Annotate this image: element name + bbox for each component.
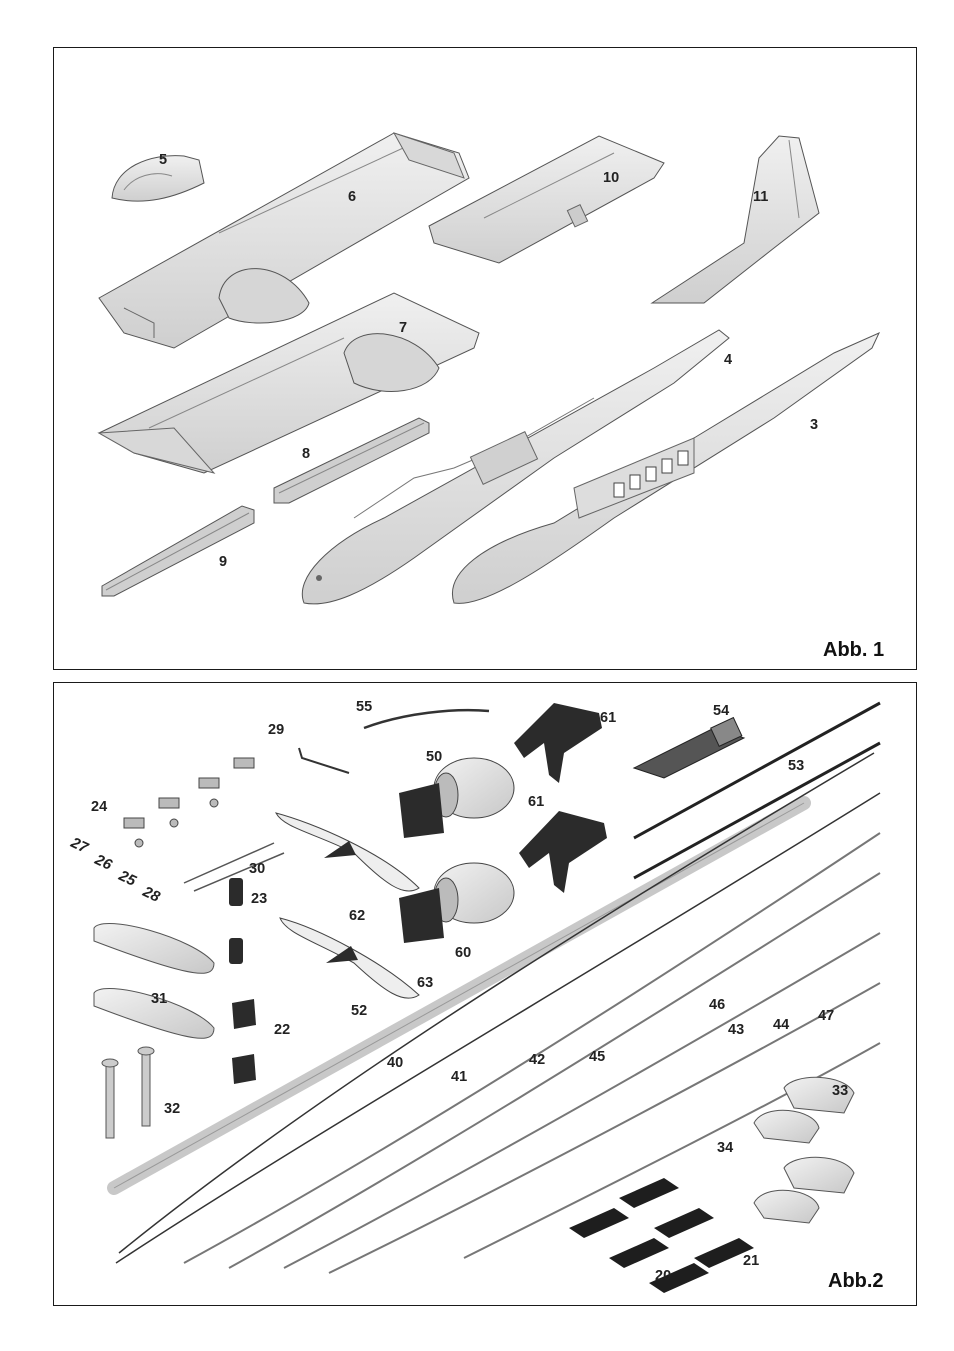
part-label-31: 31 [151,991,168,1007]
part-label-10: 10 [603,170,620,186]
figure-1-panel: 5 6 10 11 7 4 3 8 9 Abb. 1 [53,47,917,670]
part-label-24: 24 [91,799,108,815]
part-label-54: 54 [713,703,730,719]
part-label-61-top: 61 [600,710,617,726]
horizontal-stabilizer-part [428,135,665,264]
part-label-43: 43 [728,1022,745,1038]
control-horn-parts [229,878,256,1084]
bolt-parts [101,1046,155,1139]
part-label-55: 55 [356,699,373,715]
switch-part [632,716,746,779]
part-label-63: 63 [417,975,434,991]
wing-mount-parts [93,923,215,1039]
figure-2-parts-overview [93,701,881,1293]
part-label-5: 5 [159,152,168,168]
right-wing-part [98,132,470,349]
part-label-30: 30 [249,861,266,877]
part-label-34: 34 [717,1140,734,1156]
part-label-40: 40 [387,1055,404,1071]
wing-rail-part-2 [101,505,255,597]
part-label-3: 3 [810,417,819,433]
part-label-46: 46 [709,997,726,1013]
figure-2-caption: Abb.2 [828,1270,884,1292]
part-label-23: 23 [251,891,268,907]
part-label-4: 4 [724,352,733,368]
part-label-33: 33 [832,1083,849,1099]
motor-cover-parts [514,703,607,893]
rods-and-wires [107,701,881,1274]
vertical-fin-part [650,135,820,304]
part-label-9: 9 [219,554,228,570]
part-label-29: 29 [268,722,285,738]
fuselage-half-left-part [301,329,730,605]
part-label-11: 11 [753,189,769,205]
canopy-part [111,155,205,202]
part-label-32: 32 [164,1101,181,1117]
motor-parts [399,757,515,943]
propeller-parts [275,812,420,999]
part-label-42: 42 [529,1052,546,1068]
figure-2-panel: 55 29 61 54 50 53 61 24 27 26 25 28 30 2… [53,682,917,1306]
part-label-50: 50 [426,749,443,765]
left-wing-part [97,292,480,474]
part-label-60: 60 [455,945,472,961]
velcro-pad-parts [569,1178,754,1293]
spinner-disc-parts [753,1076,855,1224]
part-label-8: 8 [302,446,311,462]
part-label-53: 53 [788,758,805,774]
fuselage-half-right-part [452,332,881,604]
part-label-22: 22 [274,1022,291,1038]
wing-rail-part [273,417,430,504]
part-label-45: 45 [589,1049,606,1065]
part-label-61-mid: 61 [528,794,545,810]
part-label-41: 41 [451,1069,468,1085]
part-label-20: 20 [655,1268,672,1284]
figure-1-caption: Abb. 1 [823,639,885,661]
part-label-52: 52 [351,1003,368,1019]
part-label-47: 47 [818,1008,835,1024]
part-label-6: 6 [348,189,357,205]
hinge-parts [123,757,255,848]
part-label-44: 44 [773,1017,790,1033]
part-label-21: 21 [743,1253,760,1269]
figure-1-exploded-view [97,132,881,605]
part-label-62: 62 [349,908,366,924]
part-label-7: 7 [399,320,408,336]
